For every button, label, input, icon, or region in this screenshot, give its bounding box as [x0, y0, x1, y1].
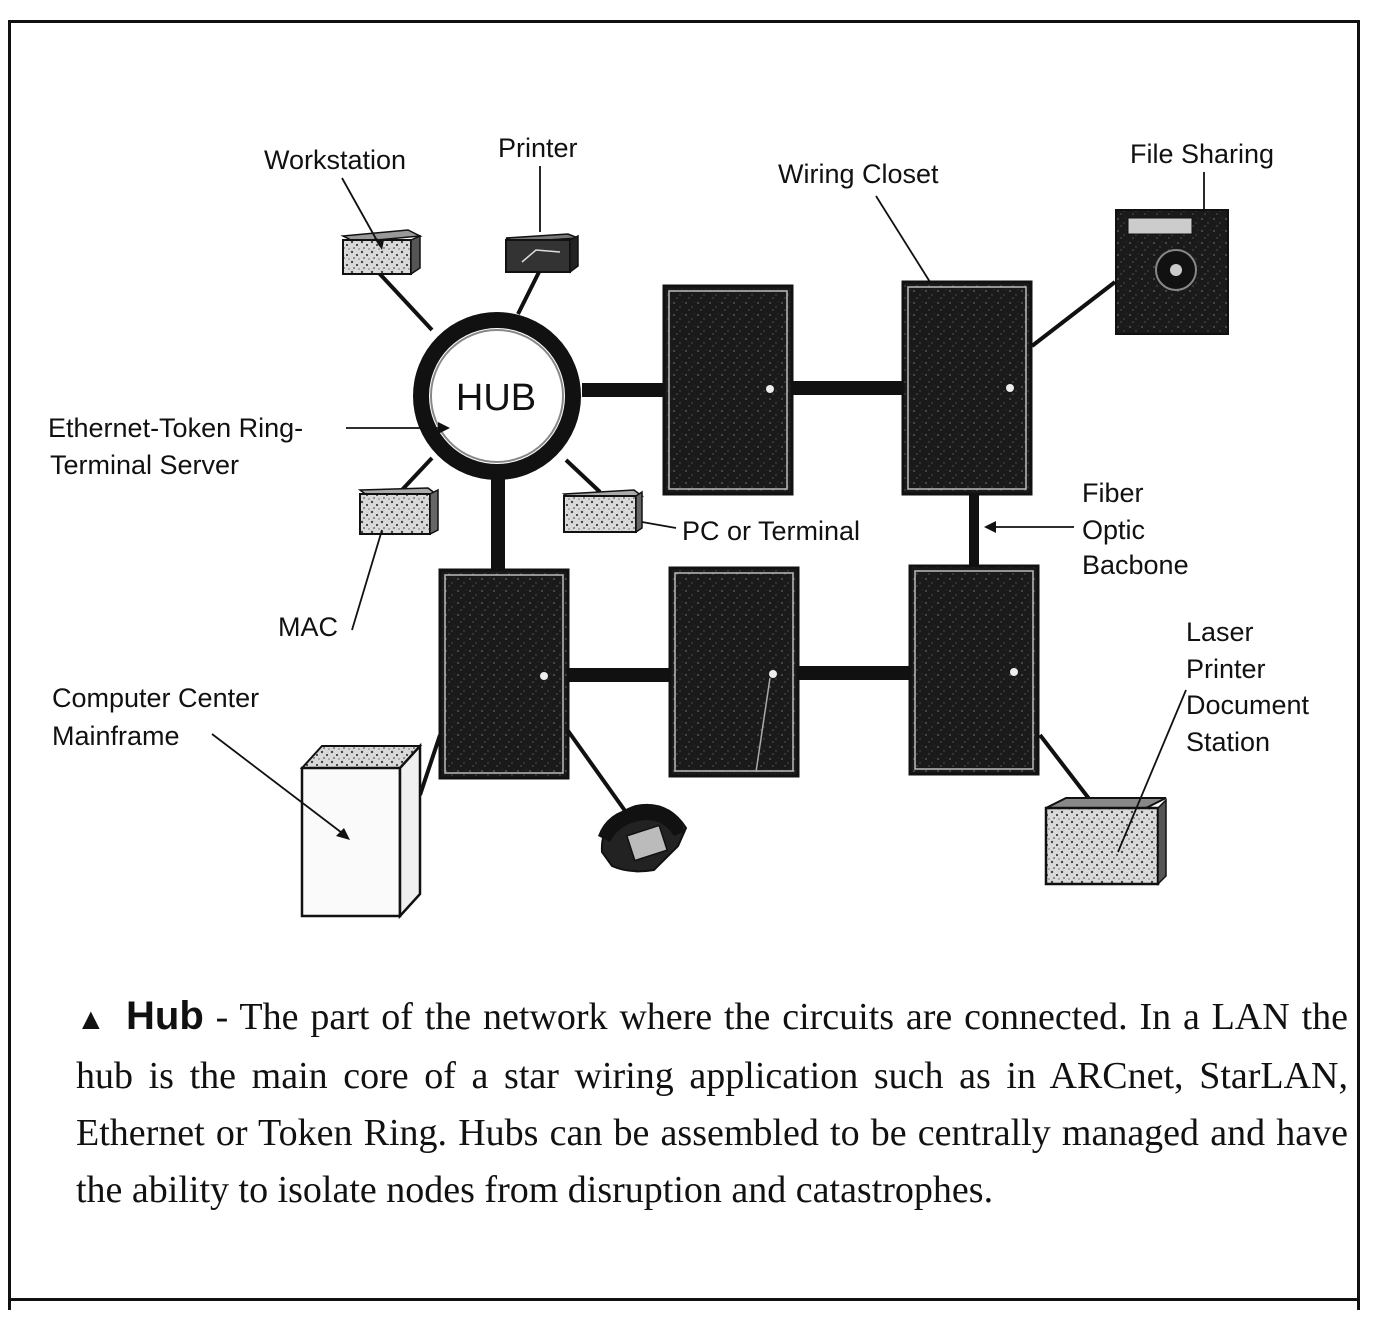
label-printer: Printer [498, 133, 578, 163]
pc-or-terminal-device [561, 489, 645, 534]
network-hub-diagram: HUB [48, 133, 1310, 920]
wiring-closet-doors [438, 280, 1040, 780]
label-laser-line3: Document [1186, 690, 1310, 720]
laser-printer-device [1044, 797, 1167, 886]
label-fiber-line3: Bacbone [1082, 550, 1189, 580]
definition-text: The part of the network where the circui… [76, 996, 1348, 1211]
label-workstation: Workstation [264, 145, 406, 175]
file-sharing-device [1115, 209, 1229, 335]
definition-caption: ▲ Hub - The part of the network where the… [76, 988, 1348, 1219]
hub-ring [413, 312, 581, 480]
label-mac: MAC [278, 612, 338, 642]
device-connectors [376, 269, 1117, 817]
definition-separator: - [203, 996, 240, 1038]
definition-term: Hub [126, 994, 204, 1038]
label-ethernet-line1: Ethernet-Token Ring- [48, 413, 303, 443]
wiring-closet-5 [908, 564, 1040, 776]
telephone-icon [598, 804, 688, 873]
label-computer-center-line2: Mainframe [52, 721, 180, 751]
figure-frame [8, 20, 1360, 1310]
label-fiber-line1: Fiber [1082, 478, 1144, 508]
workstation-device [340, 229, 423, 276]
label-wiring-closet: Wiring Closet [778, 159, 939, 189]
leader-lines [211, 166, 1205, 853]
label-pc-or-terminal: PC or Terminal [682, 516, 860, 546]
printer-device [505, 233, 579, 274]
label-laser-line4: Station [1186, 727, 1270, 757]
wiring-closet-2 [901, 280, 1033, 496]
triangle-marker-icon: ▲ [76, 1003, 109, 1036]
label-file-sharing: File Sharing [1130, 139, 1274, 169]
label-laser-line1: Laser [1186, 617, 1254, 647]
wiring-closet-4 [668, 566, 800, 778]
wiring-closet-1 [662, 284, 794, 496]
leader-arrowheads [336, 238, 996, 840]
label-laser-line2: Printer [1186, 654, 1266, 684]
label-computer-center-line1: Computer Center [52, 683, 259, 713]
frame-bottom-rule [8, 1298, 1360, 1301]
mac-device [357, 487, 439, 536]
label-ethernet-line2: Terminal Server [50, 450, 239, 480]
hub-label: HUB [456, 377, 536, 419]
wiring-closet-3 [438, 568, 570, 780]
mainframe-device [299, 742, 423, 920]
cable-lines [491, 381, 912, 682]
label-fiber-line2: Optic [1082, 515, 1145, 545]
